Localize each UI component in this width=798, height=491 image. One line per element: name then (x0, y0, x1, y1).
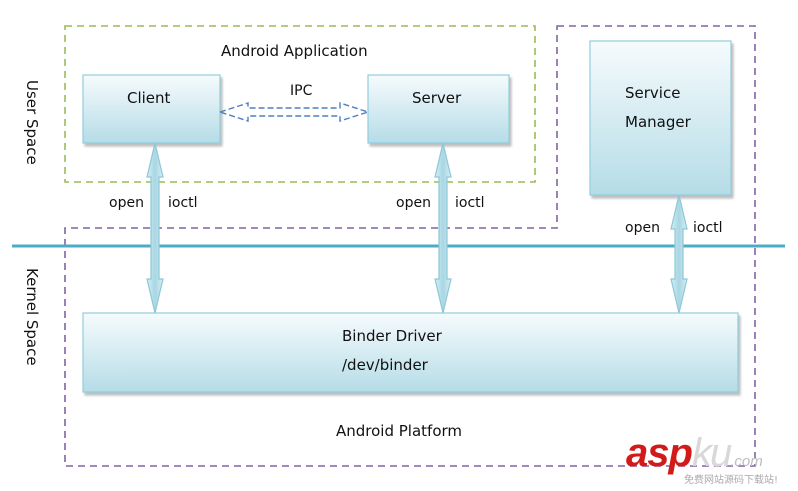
android-platform-label: Android Platform (336, 422, 463, 440)
client-binder-arrow (146, 142, 164, 314)
watermark-suffix: .com (730, 453, 763, 470)
server-open-label: open (396, 195, 431, 211)
server-binder-arrow (434, 142, 452, 314)
client-box (82, 74, 221, 144)
watermark-tagline: 免费网站源码下载站! (684, 475, 779, 486)
service-manager-label-line1: Service (625, 84, 681, 102)
kernel-space-label: Kernel Space (23, 268, 41, 366)
service-manager-open-label: open (625, 220, 660, 236)
ipc-label: IPC (290, 83, 313, 99)
ipc-double-arrow (217, 102, 371, 122)
client-label: Client (127, 89, 171, 107)
android-application-boundary (64, 25, 536, 183)
android-application-title: Android Application (221, 42, 368, 60)
service-manager-ioctl-label: ioctl (693, 220, 723, 236)
client-ioctl-label: ioctl (168, 195, 198, 211)
watermark-brand-red: asp (626, 431, 693, 475)
android-platform-boundary (64, 25, 756, 467)
service-manager-box (589, 40, 732, 196)
server-box (367, 74, 510, 144)
server-label: Server (412, 89, 462, 107)
binder-driver-label-line1: Binder Driver (342, 327, 442, 345)
binder-driver-box (82, 312, 739, 393)
service-manager-binder-arrow (670, 194, 688, 314)
service-manager-label-line2: Manager (625, 113, 691, 131)
user-space-label: User Space (23, 80, 41, 165)
binder-driver-label-line2: /dev/binder (342, 356, 428, 374)
client-open-label: open (109, 195, 144, 211)
aspku-watermark: aspku.com 免费网站源码下载站! (626, 431, 778, 486)
server-ioctl-label: ioctl (455, 195, 485, 211)
watermark-brand-gray: ku (691, 431, 732, 475)
